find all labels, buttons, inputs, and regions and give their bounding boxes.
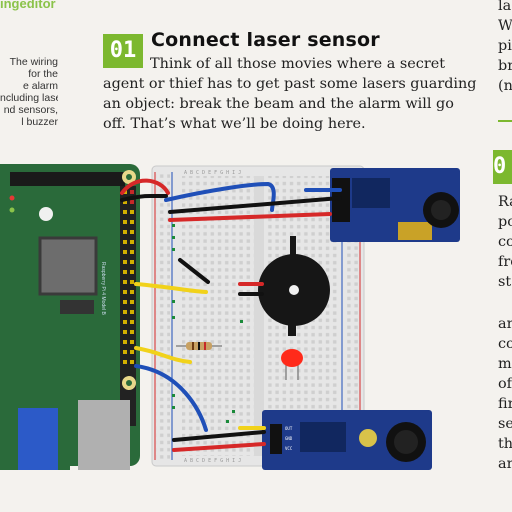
right-line: of (498, 374, 512, 394)
pin-label-gnd: GND (285, 436, 293, 441)
caption-line: nd sensors, (0, 104, 58, 116)
breadboard-letters-bottom: A B C D E F G H I J (184, 458, 241, 464)
breadboard-letters: A B C D E F G H I J (184, 170, 241, 176)
wiring-diagram: A B C D E F G H I J A B C D E F G H I J … (0, 150, 470, 480)
right-line: fro (498, 252, 512, 272)
right-line: la (498, 0, 512, 16)
right-line: se (498, 414, 512, 434)
step-title: Connect laser sensor (151, 29, 380, 51)
pin-label-out: OUT (285, 426, 293, 431)
caption-line: e alarm (0, 80, 58, 92)
right-line: po (498, 212, 512, 232)
right-line: co (498, 232, 512, 252)
right-column-text-bottom: an co m of fir se th an (498, 314, 512, 474)
step-body-text: Think of all those movies where a secret… (103, 54, 463, 134)
right-line: st (498, 272, 512, 292)
right-line: W (498, 16, 512, 36)
body-line: off. That’s what we’ll be doing here. (103, 114, 463, 134)
caption-line: for the (0, 68, 58, 80)
right-line: fir (498, 394, 512, 414)
next-step-badge: 0 (493, 150, 512, 184)
right-line: br (498, 56, 512, 76)
right-line: an (498, 314, 512, 334)
caption-line: l buzzer (0, 116, 58, 128)
usb-port-icon (18, 408, 58, 470)
magazine-brand: ingeditor (0, 0, 75, 11)
caption-line: The wiring (0, 56, 58, 68)
light-sensor-module: OUT GND VCC (262, 410, 432, 470)
right-line: an (498, 454, 512, 474)
figure-caption: The wiring for the e alarm ncluding lase… (0, 56, 58, 128)
right-line: Ra (498, 192, 512, 212)
pi-model-label: Raspberry Pi 4 Model B (100, 262, 106, 315)
right-line: m (498, 354, 512, 374)
body-line: agent or thief has to get past some lase… (103, 74, 463, 94)
caption-line: ncluding laser (0, 92, 58, 104)
body-line: an object: break the beam and the alarm … (103, 94, 463, 114)
laser-module (330, 168, 460, 242)
column-divider (498, 120, 512, 122)
pin-label-vcc: VCC (285, 446, 293, 451)
right-line: pi (498, 36, 512, 56)
ethernet-port-icon (78, 400, 130, 470)
right-column-text-top: la W pi br (n (498, 0, 512, 96)
raspberry-pi-board: Raspberry Pi 4 Model B (0, 164, 140, 470)
body-line: Think of all those movies where a secret (103, 54, 463, 74)
right-line: (n (498, 76, 512, 96)
right-line: co (498, 334, 512, 354)
right-line: th (498, 434, 512, 454)
right-column-text-mid: Ra po co fro st (498, 192, 512, 292)
raspberry-logo-icon (39, 207, 53, 221)
